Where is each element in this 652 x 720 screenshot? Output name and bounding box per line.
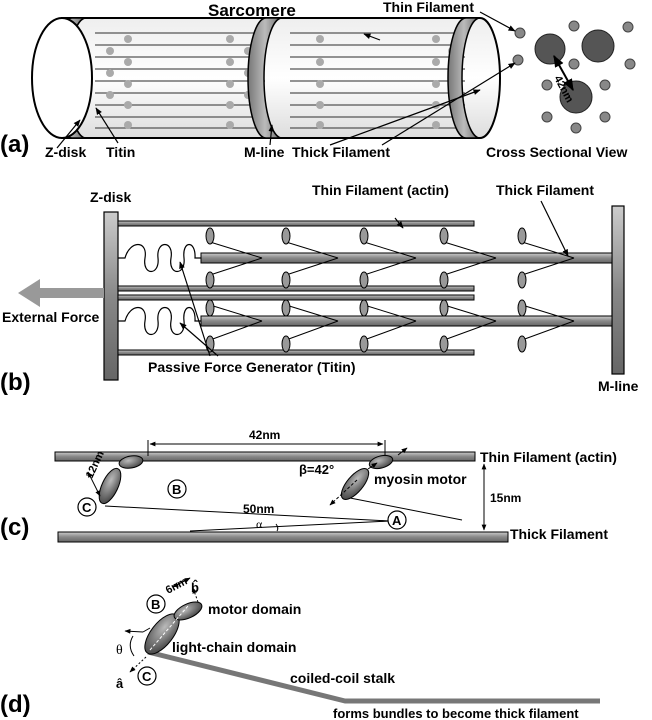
point-b-d: B <box>151 597 160 612</box>
m-line-ring <box>247 17 283 139</box>
bundles-label: forms bundles to become thick filament <box>333 706 579 720</box>
cross-section: 42nm <box>512 20 636 134</box>
m-line-label: M-line <box>244 144 285 160</box>
panel-d-label: (d) <box>0 691 31 718</box>
m-line-bar <box>611 205 625 375</box>
z-disk-bar <box>103 211 119 381</box>
stalk-label: coiled-coil stalk <box>290 670 395 686</box>
myosin-heads-c <box>98 454 394 505</box>
panel-d: B C (d) 6nm b̂ â θ motor domain light-ch… <box>0 575 600 720</box>
panel-a-label: (a) <box>0 131 29 158</box>
theta-label: θ <box>116 643 123 658</box>
motor-domain-label: motor domain <box>208 601 301 617</box>
motor-domain <box>173 601 203 621</box>
point-c-c: C <box>82 500 92 515</box>
alpha-line <box>189 520 391 532</box>
light-chain-label: light-chain domain <box>172 639 296 655</box>
titin-springs <box>118 243 201 336</box>
panel-a: 42nm (a) Sarcomere Thin Filament Z-disk … <box>0 0 636 160</box>
point-a-c: A <box>392 513 402 528</box>
b-hat-label: b̂ <box>191 580 199 595</box>
panel-b: (b) Z-disk Thin Filament (actin) Thick F… <box>0 182 639 396</box>
external-force-label: External Force <box>2 309 99 325</box>
myosin-heads-b <box>205 227 575 353</box>
thin-filaments <box>117 220 475 356</box>
point-b-c: B <box>172 482 181 497</box>
cylinder-end-cap <box>31 17 93 139</box>
thin-filament-label: Thin Filament <box>383 0 474 15</box>
length-50-label: 50nm <box>243 502 274 516</box>
external-force-arrow <box>18 279 104 307</box>
passive-force-label: Passive Force Generator (Titin) <box>148 359 355 375</box>
beta-label: β=42° <box>299 462 334 477</box>
stalk-2 <box>349 497 463 521</box>
thick-filament-label: Thick Filament <box>292 144 390 160</box>
myosin-motor-label: myosin motor <box>374 471 467 487</box>
z-disk-label-b: Z-disk <box>90 189 131 205</box>
sarcomere-cylinder <box>61 17 501 139</box>
z-disk-ring-right <box>447 17 481 139</box>
z-disk-label: Z-disk <box>45 144 86 160</box>
m-line-label-b: M-line <box>598 378 639 394</box>
thin-filament-actin-label-c: Thin Filament (actin) <box>480 449 617 465</box>
length-6-label: 6nm <box>164 575 190 596</box>
panel-c-label: (c) <box>0 514 29 541</box>
spacing-42-label: 42nm <box>249 428 280 442</box>
height-15-label: 15nm <box>490 491 521 505</box>
panel-b-label: (b) <box>0 369 31 396</box>
alpha-label: α <box>256 517 263 531</box>
thin-filament-actin-label: Thin Filament (actin) <box>312 182 449 198</box>
thick-filament-c <box>57 531 509 543</box>
thick-filament-label-c: Thick Filament <box>510 526 608 542</box>
coiled-coil-stalk <box>147 649 600 704</box>
titin-label: Titin <box>106 144 135 160</box>
cross-section-label: Cross Sectional View <box>486 144 627 160</box>
a-hat-label: â <box>116 676 124 691</box>
point-c-d: C <box>142 669 152 684</box>
panel-c: B C A (c) 42nm 12nm β=42° myosin motor T… <box>0 428 617 543</box>
thick-filament-label-b: Thick Filament <box>496 182 594 198</box>
sarcomere-title: Sarcomere <box>208 1 296 20</box>
thin-filament-c <box>54 451 476 462</box>
stalk-1 <box>104 505 391 522</box>
